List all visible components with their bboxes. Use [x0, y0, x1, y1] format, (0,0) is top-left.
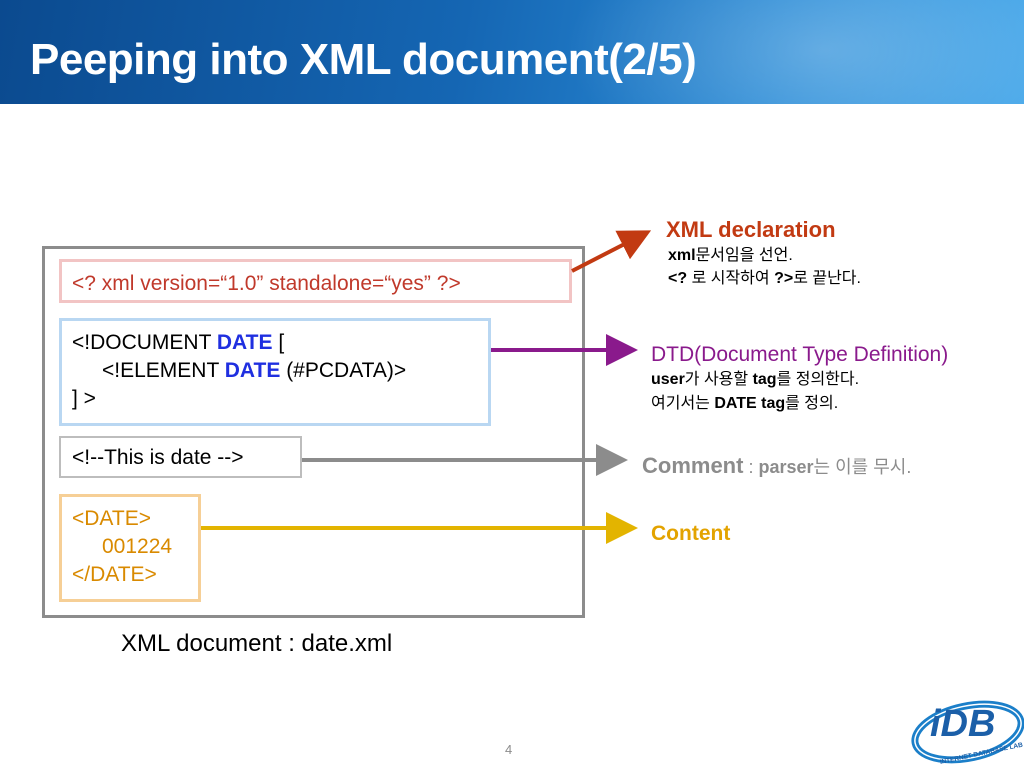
dtd-line-2-suffix: (#PCDATA)>: [280, 359, 407, 382]
logo-wordmark: iDB: [930, 703, 995, 745]
comment-label-bold: parser: [758, 457, 814, 477]
dtd-label-line-1: user가 사용할 tag를 정의한다.: [651, 368, 948, 392]
dtd-label-line-2: 여기서는 DATE tag를 정의.: [651, 392, 948, 416]
comment-box: <!--This is date -->: [59, 436, 302, 478]
dtd-line-1-bold-b: tag: [752, 371, 777, 388]
declaration-line-1-rest: 문서임을 선언.: [695, 247, 793, 264]
dtd-line-3: ] >: [72, 387, 96, 410]
logo-ring-text: INTERNET DATABASE LAB: [939, 742, 1024, 767]
content-close-tag: </DATE>: [72, 563, 157, 586]
declaration-line-2-bold-b: ?>: [774, 270, 794, 287]
dtd-label: DTD(Document Type Definition) user가 사용할 …: [651, 341, 948, 416]
comment-label-sep: :: [743, 457, 759, 477]
declaration-arrow: [571, 230, 652, 273]
dtd-box: <!DOCUMENT DATE [ <!ELEMENT DATE (#PCDAT…: [59, 318, 491, 426]
declaration-label-line-2: <? 로 시작하여 ?>로 끝난다.: [666, 267, 861, 290]
content-box: <DATE> 001224 </DATE>: [59, 494, 201, 602]
content-value: 001224: [102, 535, 173, 558]
dtd-line-2-keyword: DATE: [224, 359, 281, 382]
dtd-line-2-bold: DATE tag: [714, 395, 786, 412]
dtd-line-2: <!ELEMENT DATE (#PCDATA)>: [72, 357, 478, 385]
declaration-label: XML declaration xml문서임을 선언. <? 로 시작하여 ?>…: [666, 216, 861, 290]
title-bar-glow: [564, 0, 1024, 104]
slide-title: Peeping into XML document(2/5): [30, 35, 697, 84]
dtd-line-1-mid: 가 사용할: [684, 371, 753, 388]
xml-declaration-code: <? xml version=“1.0” standalone=“yes” ?>: [72, 272, 461, 295]
declaration-label-title: XML declaration: [666, 217, 836, 242]
xml-document-frame: [42, 246, 585, 618]
dtd-line-2-prefix: 여기서는: [651, 395, 715, 412]
idb-logo: iDB INTERNET DATABASE LAB: [911, 700, 1024, 767]
dtd-line-1-prefix: <!DOCUMENT: [72, 331, 217, 354]
comment-code: <!--This is date -->: [72, 446, 244, 469]
dtd-line-2-prefix: <!ELEMENT: [102, 359, 225, 382]
document-caption: XML document : date.xml: [121, 630, 393, 657]
comment-label-title: Comment: [642, 453, 744, 478]
content-open-tag: <DATE>: [72, 507, 151, 530]
declaration-label-line-1: xml문서임을 선언.: [666, 244, 861, 267]
title-bar: Peeping into XML document(2/5): [0, 0, 1024, 104]
comment-label: Comment : parser는 이를 무시.: [642, 452, 911, 481]
dtd-line-2-rest: 를 정의.: [785, 395, 839, 412]
declaration-line-2-bold-a: <?: [668, 270, 688, 287]
page-number: 4: [505, 742, 513, 757]
content-label: Content: [651, 520, 730, 548]
dtd-line-1: <!DOCUMENT DATE [: [72, 329, 478, 357]
dtd-line-1-suffix: [: [272, 331, 285, 354]
dtd-line-1-keyword: DATE: [216, 331, 273, 354]
dtd-label-title: DTD(Document Type Definition): [651, 343, 949, 366]
dtd-line-1-bold-a: user: [651, 371, 685, 388]
content-label-title: Content: [651, 522, 731, 545]
declaration-line-2-rest: 로 끝난다.: [793, 270, 861, 287]
declaration-line-2-mid: 로 시작하여: [687, 270, 775, 287]
declaration-line-1-bold: xml: [668, 247, 696, 264]
comment-label-rest: 는 이를 무시.: [813, 457, 912, 477]
dtd-line-1-rest: 를 정의한다.: [776, 371, 860, 388]
xml-declaration-box: <? xml version=“1.0” standalone=“yes” ?>: [59, 259, 572, 303]
